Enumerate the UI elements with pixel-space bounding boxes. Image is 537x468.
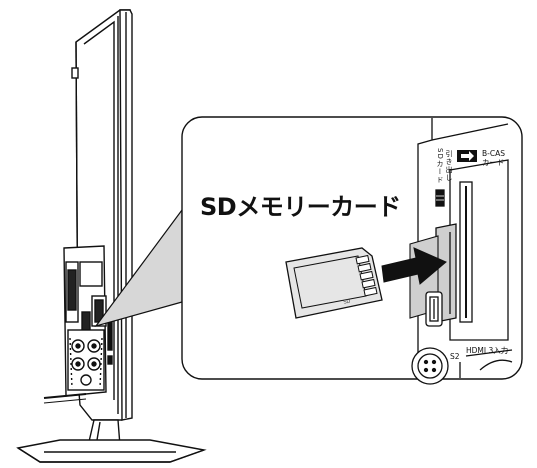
bcas-card-slot <box>449 159 509 341</box>
sd-card-label: SDメモリーカード <box>200 193 401 221</box>
right-arrow-box-icon <box>457 150 477 162</box>
hdmi-3-input-label: HDMI 3入力 <box>466 346 509 355</box>
top-button <box>71 67 79 79</box>
bcas-card-label: B-CAS カード <box>482 149 505 167</box>
power-cable <box>43 393 87 399</box>
s2-label: S2 <box>450 352 460 361</box>
side-panel-detail <box>409 118 513 385</box>
pull-vertical-label: 引き出し <box>445 150 453 182</box>
bcas-label-line1: B-CAS <box>482 149 505 158</box>
sd-memory-card <box>285 247 383 319</box>
right-arrow-icon <box>381 247 447 285</box>
pull-switch <box>435 189 445 207</box>
tv-stand <box>16 419 207 463</box>
bcas-label-line2: カード <box>482 158 505 167</box>
sd-card-vertical-label: SDカード <box>436 148 444 184</box>
